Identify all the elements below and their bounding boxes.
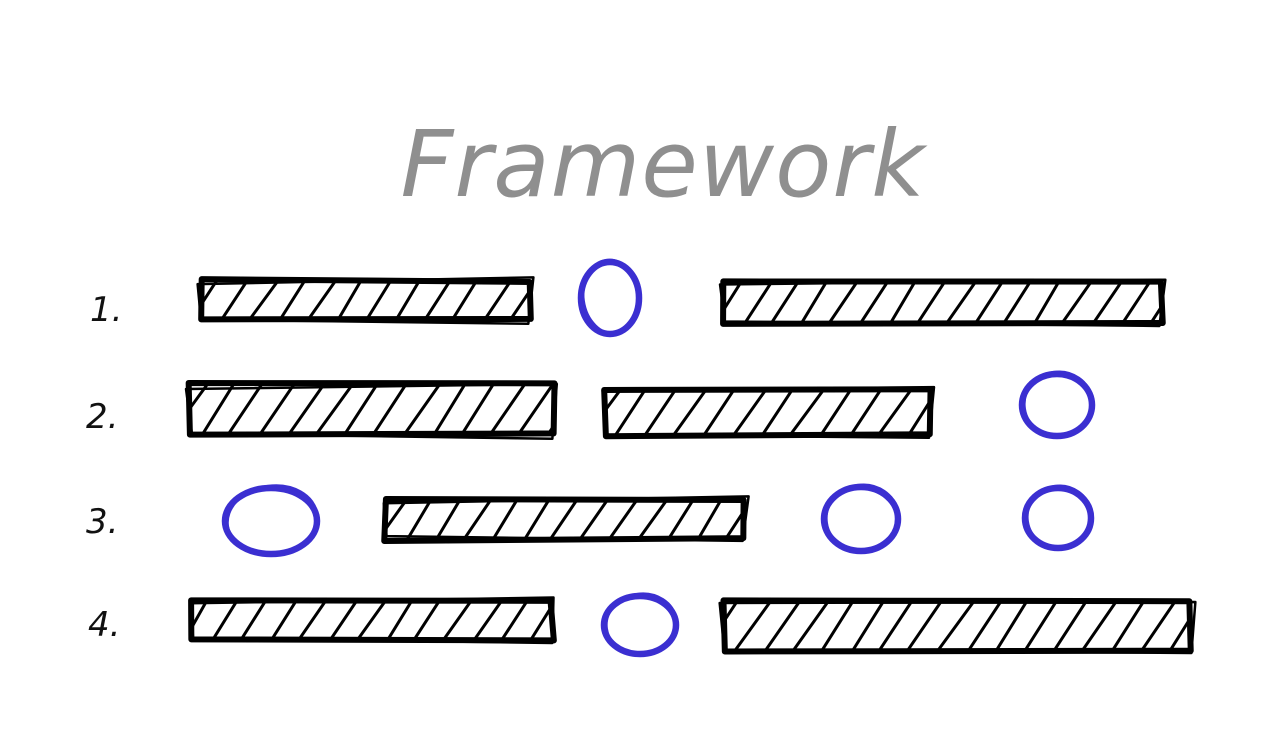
row-1-item-3-bar-hatching — [724, 282, 1162, 322]
row-3-item-2-bar-outline-stroke — [382, 495, 750, 543]
row-3 — [221, 483, 1095, 558]
row-4 — [188, 592, 1197, 658]
row-3-item-3-circle — [820, 483, 902, 555]
row-4-label: 4. — [88, 605, 120, 645]
row-2-item-3-circle — [1018, 370, 1096, 440]
row-1-item-1-bar-outline-stroke — [196, 276, 535, 325]
row-1-item-3-bar-outline-stroke — [718, 278, 1167, 328]
row-4-item-2-circle — [600, 592, 680, 658]
row-4-item-1-bar — [188, 596, 557, 645]
row-1-label: 1. — [90, 290, 122, 330]
row-2-item-1-bar-outline-stroke — [184, 382, 559, 440]
row-4-item-3-bar-outline-stroke — [718, 600, 1197, 655]
row-4-item-1-bar-hatching — [192, 600, 552, 640]
row-2-item-2-bar — [601, 385, 936, 440]
row-3-label: 3. — [86, 502, 118, 542]
row-4-item-1-bar-outline-stroke — [188, 596, 555, 645]
row-3-item-3-circle-ring-stroke — [825, 483, 900, 553]
row-4-item-2-circle-ring-stroke — [605, 592, 678, 656]
row-1 — [196, 258, 1167, 338]
row-2 — [184, 370, 1096, 440]
row-2-item-2-bar-outline-stroke — [601, 385, 936, 440]
row-2-item-1-bar — [184, 380, 559, 440]
row-3-item-4-circle — [1021, 484, 1095, 552]
row-3-item-2-bar — [381, 495, 750, 544]
row-1-item-1-bar-outline — [198, 276, 534, 323]
row-1-item-3-bar — [718, 278, 1167, 328]
row-2-item-3-circle-ring-stroke — [1023, 370, 1094, 438]
row-1-item-2-circle — [577, 258, 643, 338]
diagram-title: Framework — [401, 111, 929, 218]
row-4-item-3-bar-hatching — [723, 602, 1191, 650]
row-4-item-3-bar — [718, 597, 1197, 655]
row-2-label: 2. — [86, 397, 118, 437]
diagram-shapes — [184, 258, 1197, 658]
row-2-item-1-bar-hatching — [190, 385, 554, 435]
row-3-item-4-circle-ring-stroke — [1026, 484, 1093, 550]
row-3-item-1-circle-ring-stroke — [226, 484, 319, 556]
row-1-item-1-bar — [196, 276, 535, 325]
row-3-item-1-circle — [221, 484, 321, 558]
row-1-item-2-circle-ring-stroke — [581, 258, 641, 335]
